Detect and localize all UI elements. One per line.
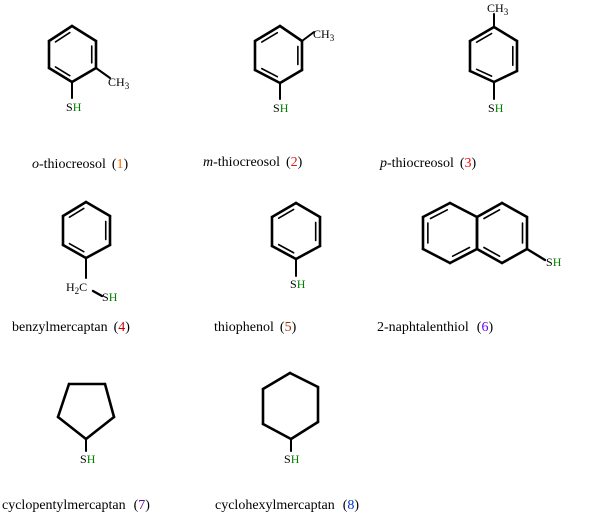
ring-1-double-bond [54,66,71,77]
ring-5-double-bond [277,208,295,220]
ring-7-bond [56,415,88,441]
ring-2-double-bond [260,67,279,78]
ring-4-bond [61,243,88,260]
ring-6a-double-bond [451,246,471,258]
thiol-label-7: SH [80,452,96,466]
ring-8-bond [261,371,292,391]
thiol-bond-6 [525,247,547,262]
ring-4-bond [84,200,112,218]
compound-labels: o-thiocreosol(1) m-thiocreosol(2) p-thio… [2,155,493,513]
ring-3-double-bond [475,32,493,44]
thiol-label-8: SH [284,452,300,466]
compound-label-7: cyclopentylmercaptan(7) [2,498,150,513]
compound-label-5: thiophenol(5) [214,320,297,335]
thiol-bond-4 [91,289,104,298]
thiol-label-4: SH [102,290,118,304]
ring-3-bond [468,25,496,43]
ring-6a-bond [421,201,452,219]
thiol-label-3: SH [488,101,504,115]
ring-3-double-bond [475,68,493,77]
ring-5-double-bond [277,243,295,254]
ring-2-double-bond [260,31,279,43]
ring-7-bond [103,382,116,419]
thiol-label-1: SH [66,100,82,114]
compound-label-1: o-thiocreosol(1) [32,157,129,172]
ring-5-bond [294,201,322,219]
thiol-label-5: SH [290,277,306,291]
compound-label-6: 2-naphtalenthiol(6) [377,320,493,335]
ring-6b-double-bond [483,208,501,220]
ring-6a-bond [421,247,452,265]
ring-6b-bond [500,247,529,265]
atom-labels: CH3 SH CH3 SH CH3 SH H2C SH SH SH SH SH [66,1,562,466]
ring-2-bond [278,68,304,85]
thiol-label-2: SH [273,101,289,115]
ring-8-bond [261,422,293,441]
ring-8-bond [288,371,320,389]
ring-6b-bond [475,247,504,265]
ring-6b-double-bond [483,246,501,258]
ring-1-double-bond [54,31,71,43]
ring-4-double-bond [68,242,85,253]
ring-6a-bond [448,201,479,219]
ring-4-bond [61,200,88,218]
ring-7-bond [56,382,71,419]
ring-8-bond [289,420,320,441]
compound-label-3: p-thiocreosol(3) [379,156,477,171]
methyl-label-2: CH3 [313,27,335,43]
ring-6a-bond [448,247,479,265]
thiol-label-6: SH [546,255,562,269]
ring-6b-bond [475,201,504,219]
bonds-layer [47,13,547,452]
compound-label-2: m-thiocreosol(2) [203,155,303,170]
methyl-bond-2 [301,31,315,42]
ring-4-bond [84,243,112,260]
ring-2-bond [253,68,282,85]
ring-5-bond [294,244,322,261]
ring-1-bond [70,66,98,84]
ring-6a-double-bond [429,208,449,220]
ring-3-bond [492,69,519,84]
ring-1-bond [70,24,98,43]
ring-4-double-bond [68,207,85,219]
ring-1-bond [47,24,74,43]
methyl-label-3: CH3 [487,1,509,17]
ring-3-bond [492,25,519,43]
ring-2-bond [253,24,282,43]
ring-3-bond [468,69,496,84]
ring-6b-bond [500,201,529,219]
ring-5-bond [270,201,298,219]
ring-2-bond [278,24,304,43]
ring-1-bond [47,66,74,84]
methyl-label-1: CH3 [108,75,130,91]
ring-7-bond [84,415,116,441]
ring-5-bond [270,244,298,261]
methyl-bond-1 [95,67,111,79]
compound-label-8: cyclohexylmercaptan(8) [215,498,359,513]
compound-label-4: benzylmercaptan(4) [12,320,130,335]
methylene-label-4: H2C [66,280,87,296]
